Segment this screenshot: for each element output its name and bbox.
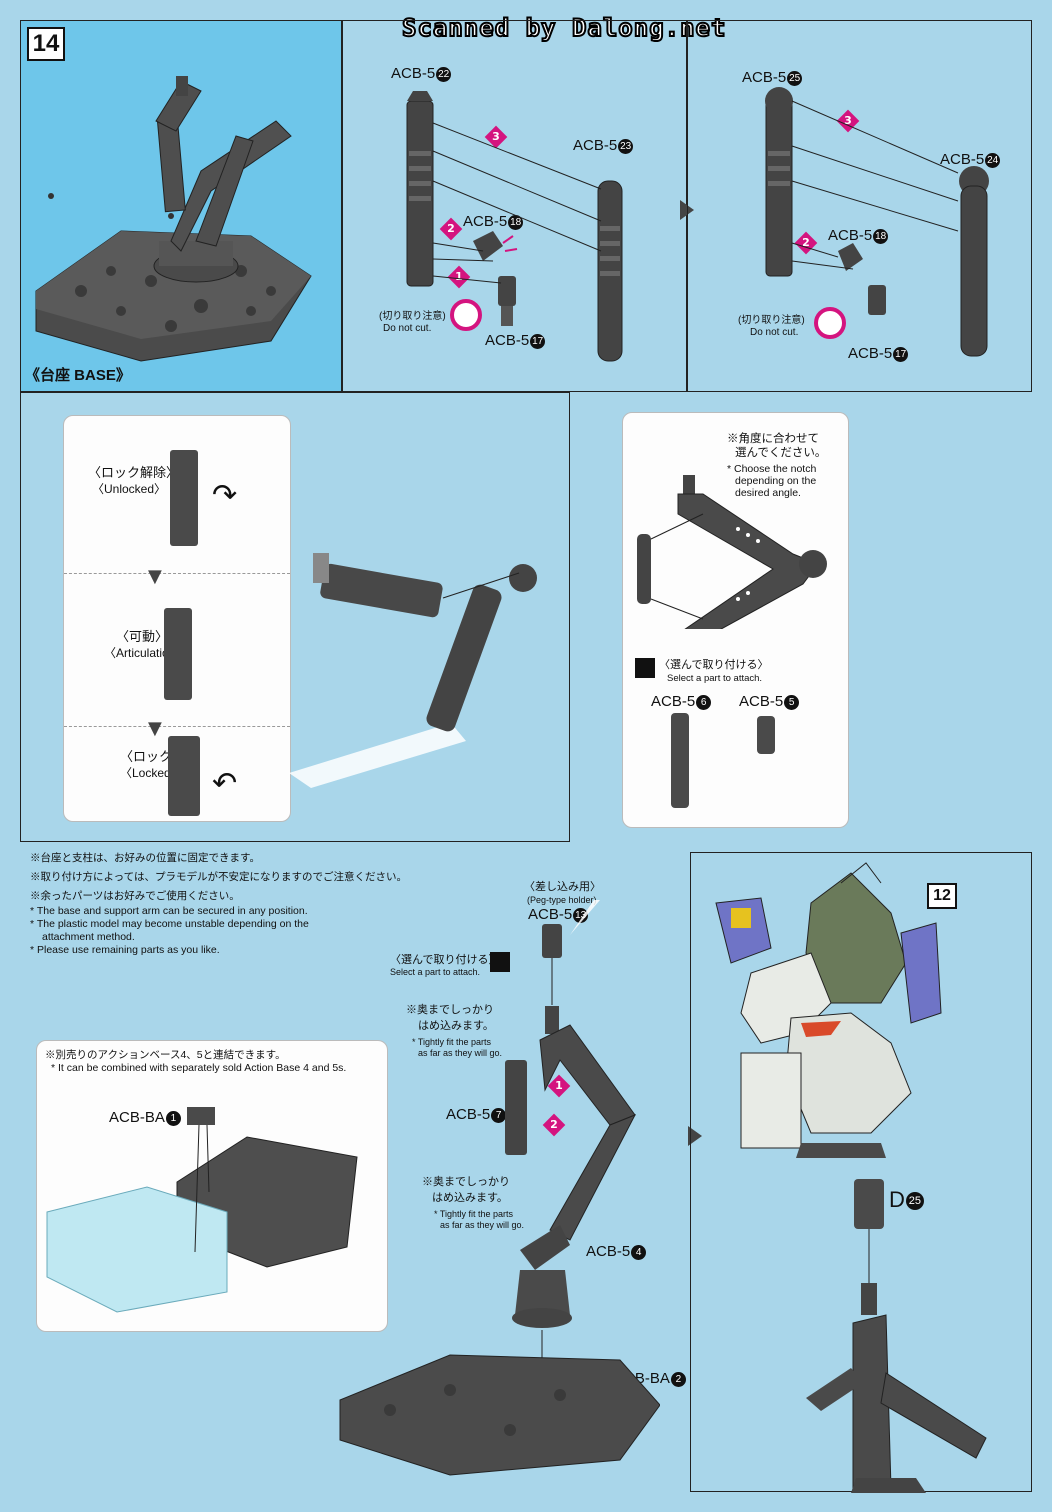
do-not-cut-icon xyxy=(814,307,846,339)
robot-illustration xyxy=(715,862,942,1158)
joint-states-card: 〈ロック解除〉 〈Unlocked〉 ↷ ▼ 〈可動〉 〈Articulatio… xyxy=(63,415,291,822)
note-en-3: attachment method. xyxy=(42,931,135,943)
assembly-illustration xyxy=(339,900,660,1476)
caution-en-b: Do not cut. xyxy=(750,327,799,338)
combine-note-en: * It can be combined with separately sol… xyxy=(51,1062,347,1074)
part-acb5-6-illustration xyxy=(671,713,689,808)
part-d25-illustration xyxy=(854,1179,884,1229)
fit-note-en-4: as far as they will go. xyxy=(440,1220,525,1230)
caution-jp: (切り取り注意) xyxy=(379,311,446,322)
scan-credit: Scanned by Dalong.net xyxy=(401,13,727,43)
select-en-2: Select a part to attach. xyxy=(390,967,481,977)
fit-note-en-3: * Tightly fit the parts xyxy=(434,1209,514,1219)
joint-locked-illustration xyxy=(168,736,200,816)
angle-arm-illustration xyxy=(637,475,827,629)
joint-unlocked-illustration xyxy=(170,450,198,546)
select-part-icon xyxy=(635,658,655,678)
fit-note-jp-2: はめ込みます。 xyxy=(418,1020,494,1032)
select-jp-2: 〈選んで取り付ける〉 xyxy=(390,954,500,966)
fit-note-jp-1: ※奥までしっかり xyxy=(406,1004,494,1016)
unlocked-jp: 〈ロック解除〉 xyxy=(88,465,180,480)
combine-action-base-card: ※別売りのアクションベース4、5と連結できます。 * It can be com… xyxy=(36,1040,388,1332)
base-panel: 14 《台座 BASE》 xyxy=(20,20,342,392)
arm-detail-illustration xyxy=(289,553,537,788)
fit-note-jp-3: ※奥までしっかり xyxy=(422,1176,510,1188)
caution-jp-b: (切り取り注意) xyxy=(738,315,805,326)
angle-note-jp-2: 選んでください。 xyxy=(735,447,827,459)
note-jp-3: ※余ったパーツはお好みでご使用ください。 xyxy=(30,890,240,902)
arm-parts-illustration-b xyxy=(765,87,989,357)
rotate-arrow-icon: ↷ xyxy=(212,478,238,513)
note-en-2: * The plastic model may become unstable … xyxy=(30,918,309,930)
peg-holder-jp: 〈差し込み用〉 xyxy=(524,881,601,893)
step-ref-box: 12 xyxy=(927,883,957,909)
combine-note-jp: ※別売りのアクションベース4、5と連結できます。 xyxy=(45,1049,286,1061)
note-jp-1: ※台座と支柱は、お好みの位置に固定できます。 xyxy=(30,852,260,864)
angle-note-en-2: depending on the xyxy=(735,475,817,487)
select-jp: 〈選んで取り付ける〉 xyxy=(659,659,769,671)
rotate-back-arrow-icon: ↶ xyxy=(212,766,238,801)
joint-function-panel: 〈ロック解除〉 〈Unlocked〉 ↷ ▼ 〈可動〉 〈Articulatio… xyxy=(20,392,570,842)
articulation-jp: 〈可動〉 xyxy=(116,629,169,644)
note-en-4: * Please use remaining parts as you like… xyxy=(30,944,220,956)
caution-en: Do not cut. xyxy=(383,323,432,334)
peg-holder-en: (Peg-type holder) xyxy=(527,895,597,905)
part-acb5-5-illustration xyxy=(757,716,775,754)
angle-note-en-1: * Choose the notch xyxy=(727,463,817,475)
angle-note-jp-1: ※角度に合わせて xyxy=(727,433,819,445)
down-arrow-icon: ▼ xyxy=(148,566,162,587)
step-number-box: 14 xyxy=(27,27,65,61)
locked-en: 〈Locked〉 xyxy=(120,766,183,780)
select-en: Select a part to attach. xyxy=(667,673,763,684)
do-not-cut-icon xyxy=(450,299,482,331)
select-part-icon-2 xyxy=(490,952,510,972)
angle-selection-card: ※角度に合わせて 選んでください。 * Choose the notch dep… xyxy=(622,412,849,828)
unlocked-en: 〈Unlocked〉 xyxy=(92,482,167,496)
fit-note-en-1: * Tightly fit the parts xyxy=(412,1037,492,1047)
joint-articulation-illustration xyxy=(164,608,192,700)
down-arrow-icon-2: ▼ xyxy=(148,718,162,739)
note-en-1: * The base and support arm can be secure… xyxy=(30,905,308,917)
base-stand-illustration xyxy=(35,76,312,362)
robot-stand-illustration xyxy=(806,1229,987,1493)
base-label: 《台座 BASE》 xyxy=(25,367,131,384)
angle-note-en-3: desired angle. xyxy=(735,487,801,499)
note-jp-2: ※取り付け方によっては、プラモデルが不安定になりますのでご注意ください。 xyxy=(30,871,407,883)
fit-note-jp-4: はめ込みます。 xyxy=(432,1192,508,1204)
arm-parts-illustration-a xyxy=(406,91,623,362)
combine-base-illustration xyxy=(46,1107,358,1313)
next-arrow-icon-2 xyxy=(688,1126,702,1146)
fit-note-en-2: as far as they will go. xyxy=(418,1048,503,1058)
